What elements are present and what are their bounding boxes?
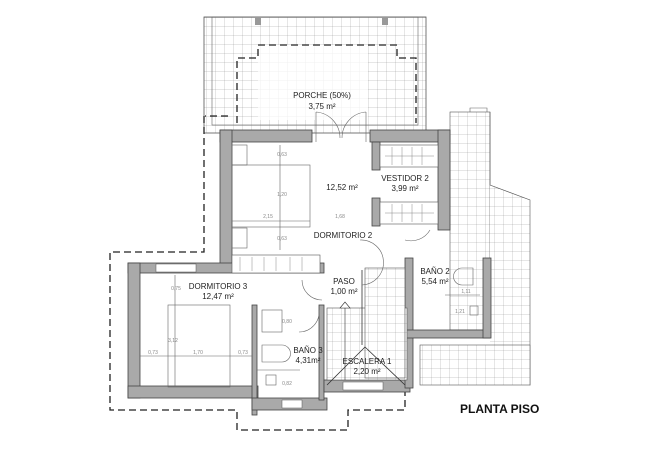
dimension-label: 0,73: [148, 350, 158, 356]
porch-area: [203, 16, 427, 134]
bano-3-fixtures: [257, 309, 320, 386]
room-area-porche: 3,75 m²: [308, 102, 335, 111]
dimension-label: 1,68: [335, 214, 345, 220]
walls-lower: [127, 254, 492, 416]
roof-outline: [109, 115, 406, 431]
dimension-label: 3,12: [168, 338, 178, 344]
room-area-bano-3: 4,31m²: [296, 356, 321, 365]
room-name-bano-2: BAÑO 2: [420, 267, 450, 276]
plan-title: PLANTA PISO: [460, 402, 539, 416]
terrace-area: [419, 107, 531, 386]
room-area-paso: 1,00 m²: [330, 287, 357, 296]
room-name-paso: PASO: [333, 277, 355, 286]
dimension-label: 0,63: [277, 236, 287, 242]
dimension-label: 0,80: [282, 319, 292, 325]
room-area-escalera: 2,20 m²: [353, 367, 380, 376]
dimension-label: 1,20: [277, 192, 287, 198]
dimension-label: 1,70: [193, 350, 203, 356]
walls-upper: [219, 129, 451, 266]
dimension-label: 0,82: [282, 381, 292, 387]
room-name-vestidor-2: VESTIDOR 2: [381, 174, 429, 183]
bano-2-fixtures: [301, 229, 480, 316]
dimension-label: 1,21: [455, 309, 465, 315]
dimension-label: 0,63: [277, 152, 287, 158]
dimension-label: 0,75: [171, 286, 181, 292]
room-name-porche: PORCHE (50%): [293, 91, 351, 100]
dimension-label: 2,15: [263, 214, 273, 220]
dimension-label: 0,73: [238, 350, 248, 356]
room-name-bano-3: BAÑO 3: [293, 346, 323, 355]
bed-dormitorio-3: [140, 275, 252, 388]
room-area-dormitorio-3: 12,47 m²: [202, 292, 234, 301]
room-area-dormitorio-2: 12,52 m²: [326, 183, 358, 192]
dimension-label: 1,11: [461, 289, 471, 295]
room-name-dormitorio-2: DORMITORIO 2: [314, 231, 373, 240]
porch-doors: [315, 111, 367, 142]
room-name-escalera: ESCALERA 1: [343, 357, 392, 366]
room-area-vestidor-2: 3,99 m²: [391, 184, 418, 193]
room-area-bano-2: 5,54 m²: [421, 277, 448, 286]
stairs: [326, 267, 408, 386]
bed-dormitorio-2: [231, 144, 311, 250]
room-name-dormitorio-3: DORMITORIO 3: [189, 282, 248, 291]
